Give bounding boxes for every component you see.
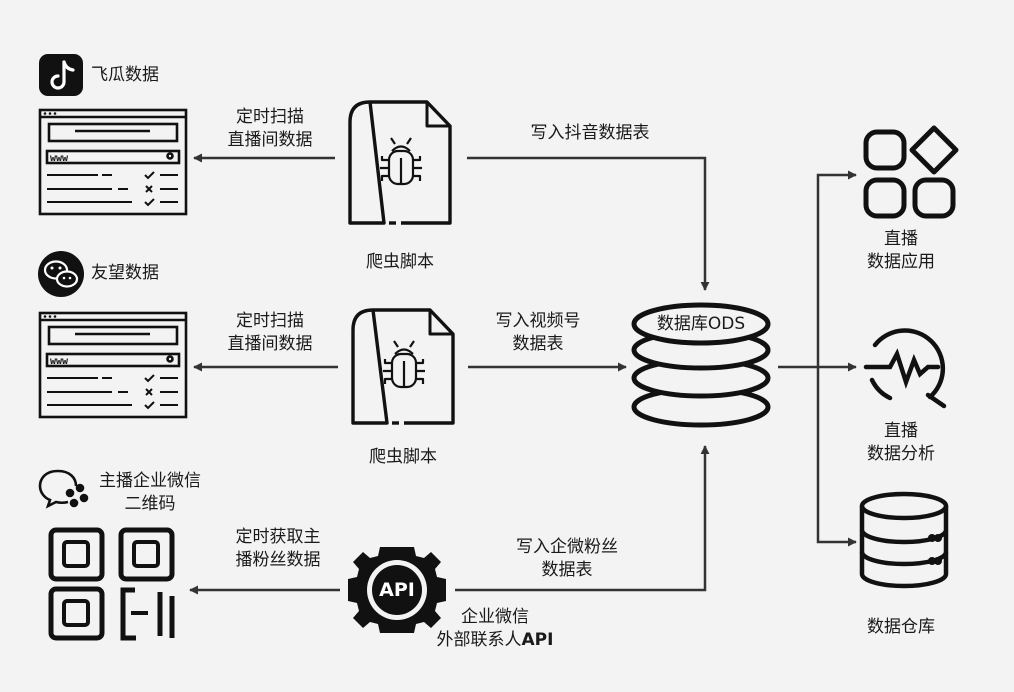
output-analysis-label: 直播 数据分析 [846,420,956,466]
source-wework-line-2: 二维码 [124,494,176,514]
output-apps-line-1: 直播 [884,229,918,249]
douyin-logo-icon [39,54,83,96]
edge-to-warehouse [816,367,857,547]
edge-write-wework-label: 写入企微粉丝 数据表 [497,536,637,582]
api-caption-line-2-suffix: API [521,630,554,650]
wechat-logo-icon [38,251,84,297]
edge-scan1-label: 定时扫描 直播间数据 [210,106,330,152]
crawler-script-1 [348,100,452,225]
api-caption: 企业微信 外部联系人API [415,606,575,652]
svg-text:www: www [50,356,69,367]
qr-code-icon [48,527,175,641]
analytics-pulse-icon [863,328,947,409]
crawler1-label: 爬虫脚本 [366,252,434,272]
api-caption-line-1: 企业微信 [461,607,529,627]
edge-write-wework-line-1: 写入企微粉丝 [516,537,618,557]
crawler-script-2 [351,308,455,425]
api-badge-text: API [379,579,415,601]
edges [189,153,857,595]
edge-fetch-line-1: 定时获取主 [235,527,321,547]
output-warehouse-label: 数据仓库 [867,617,935,637]
bug-icon [380,137,422,186]
api-caption-line-2: 外部联系人API [415,629,575,652]
edge-write-channel-line-1: 写入视频号 [495,311,581,331]
source-douyin-name: 飞瓜数据 [91,65,159,85]
edge-write-wework-line-2: 数据表 [541,560,593,580]
output-apps-label: 直播 数据应用 [846,228,956,274]
api-gear-icon [348,547,446,633]
edge-write-channel-line-2: 数据表 [512,334,564,354]
source-wework-line-1: 主播企业微信 [99,471,201,491]
crawler2-label: 爬虫脚本 [369,447,437,467]
source-wechat-name: 友望数据 [91,263,159,283]
browser-window-icon: www [38,108,188,216]
api-caption-line-2-text: 外部联系人 [436,630,522,650]
output-apps-line-2: 数据应用 [867,252,935,272]
edge-fetch-label: 定时获取主 播粉丝数据 [218,526,338,572]
app-grid-icon [863,125,959,219]
edge-scan2-line-1: 定时扫描 [236,311,304,331]
edge-scan2-label: 定时扫描 直播间数据 [210,310,330,356]
database-ods-icon [631,302,771,428]
edge-scan2-line-2: 直播间数据 [227,334,313,354]
database-ods-label: 数据库ODS [656,314,746,334]
output-analysis-line-1: 直播 [884,421,918,441]
edge-write-douyin-label: 写入抖音数据表 [530,123,650,143]
edge-to-apps [816,170,857,367]
edge-scan1-line-2: 直播间数据 [227,130,313,150]
edge-write-douyin [467,156,710,291]
wework-logo-icon [38,469,89,509]
output-analysis-line-2: 数据分析 [867,444,935,464]
edge-fetch-line-2: 播粉丝数据 [235,550,321,570]
source-wework-name: 主播企业微信 二维码 [88,470,212,516]
database-icon [859,491,949,589]
edge-scan1-line-1: 定时扫描 [236,107,304,127]
edge-write-wework [455,445,710,592]
bug-icon [383,340,425,389]
svg-text:www: www [50,153,69,164]
edge-write-channel-label: 写入视频号 数据表 [478,310,598,356]
browser-window-icon: www [38,311,188,419]
